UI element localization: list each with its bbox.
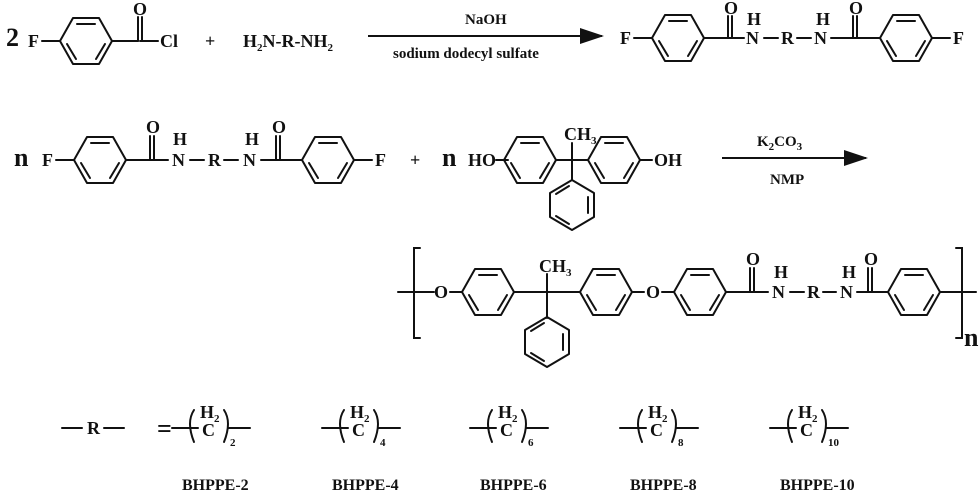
reactant-acyl-chloride: F O Cl [28, 0, 178, 65]
polymer-label: BHPPE-8 [630, 477, 697, 494]
right-paren [821, 409, 827, 443]
right-paren [373, 409, 379, 443]
svg-text:C: C [202, 420, 215, 440]
svg-text:H2: H2 [798, 402, 818, 425]
svg-text:H: H [245, 129, 259, 149]
carbonyl-oxygen: O [133, 0, 147, 19]
left-paren [487, 409, 493, 443]
svg-text:CH3: CH3 [539, 256, 572, 279]
reaction-arrow-2: K2CO3 NMP [722, 134, 868, 188]
bisamide-product: F O H N R H N O F [620, 0, 964, 62]
svg-text:O: O [724, 0, 738, 18]
left-paren [637, 409, 643, 443]
svg-text:R: R [807, 282, 821, 302]
repeat-subscript: 6 [528, 437, 534, 449]
svg-text:N: N [243, 150, 256, 170]
svg-text:H: H [816, 9, 830, 29]
svg-text:OH: OH [654, 150, 682, 170]
right-bracket [955, 247, 963, 339]
svg-text:F: F [953, 28, 964, 48]
polymer-label: BHPPE-4 [332, 477, 399, 494]
repeat-subscript: 2 [230, 437, 236, 449]
svg-text:O: O [849, 0, 863, 18]
svg-text:O: O [146, 117, 160, 137]
left-paren [189, 409, 195, 443]
condition-naoh: NaOH [465, 12, 507, 28]
condition-nmp: NMP [770, 172, 804, 188]
monomer-bisphenol: HO CH3 OH [468, 124, 682, 231]
step1: 2 F O Cl + H2N-R-NH2 NaOH sodium dodecyl… [6, 0, 964, 65]
svg-text:K2CO3: K2CO3 [757, 134, 803, 153]
right-paren [521, 409, 527, 443]
plus-sign-2: + [410, 150, 420, 170]
repeat-subscript: 10 [828, 437, 840, 449]
svg-text:H: H [173, 129, 187, 149]
polymer-label: BHPPE-10 [780, 477, 855, 494]
left-paren [339, 409, 345, 443]
monomer-bisamide: F O H N R H N O F [42, 117, 386, 184]
repeat-subscript: 4 [380, 437, 386, 449]
polymer-repeat-unit: O CH3 O O H N R H N O n [397, 247, 979, 368]
step2-coefficient-2: n [442, 143, 457, 172]
polymer-label: BHPPE-2 [182, 477, 249, 494]
svg-text:F: F [42, 150, 53, 170]
svg-text:H: H [747, 9, 761, 29]
svg-text:HO: HO [468, 150, 496, 170]
svg-text:C: C [352, 420, 365, 440]
left-paren [787, 409, 793, 443]
equals-sign: = [157, 414, 172, 443]
step2-coefficient-1: n [14, 143, 29, 172]
svg-text:O: O [864, 249, 878, 269]
polymer-label: BHPPE-6 [480, 477, 547, 494]
repeat-count: n [964, 323, 979, 352]
svg-text:F: F [375, 150, 386, 170]
svg-text:F: F [620, 28, 631, 48]
svg-text:R: R [781, 28, 795, 48]
step1-coefficient: 2 [6, 23, 19, 52]
svg-text:O: O [646, 282, 660, 302]
svg-text:O: O [434, 282, 448, 302]
r-label: R [87, 418, 101, 438]
svg-text:N: N [840, 282, 853, 302]
svg-text:N: N [772, 282, 785, 302]
svg-text:C: C [500, 420, 513, 440]
svg-text:CH3: CH3 [564, 124, 597, 147]
svg-text:O: O [272, 117, 286, 137]
svg-text:H: H [774, 262, 788, 282]
benzene-ring [59, 17, 113, 65]
right-paren [671, 409, 677, 443]
chlorine-label: Cl [160, 31, 178, 51]
svg-text:H2: H2 [648, 402, 668, 425]
svg-text:H2: H2 [200, 402, 220, 425]
svg-text:N: N [814, 28, 827, 48]
svg-text:N: N [746, 28, 759, 48]
svg-text:H: H [842, 262, 856, 282]
repeat-subscript: 8 [678, 437, 684, 449]
svg-text:N: N [172, 150, 185, 170]
right-paren [223, 409, 229, 443]
svg-text:H2N-R-NH2: H2N-R-NH2 [243, 31, 334, 54]
svg-text:H2: H2 [350, 402, 370, 425]
svg-text:C: C [800, 420, 813, 440]
step2: n F O H N R H N O F + n [14, 117, 868, 231]
reactant-diamine: H2N-R-NH2 [243, 31, 334, 54]
svg-text:C: C [650, 420, 663, 440]
condition-sds: sodium dodecyl sulfate [393, 46, 539, 62]
svg-text:H2: H2 [498, 402, 518, 425]
fluorine-label: F [28, 31, 39, 51]
svg-text:R: R [208, 150, 222, 170]
reaction-arrow-1: NaOH sodium dodecyl sulfate [368, 12, 604, 62]
plus-sign: + [205, 31, 215, 51]
r-group-definitions: R = [61, 414, 172, 443]
svg-text:O: O [746, 249, 760, 269]
